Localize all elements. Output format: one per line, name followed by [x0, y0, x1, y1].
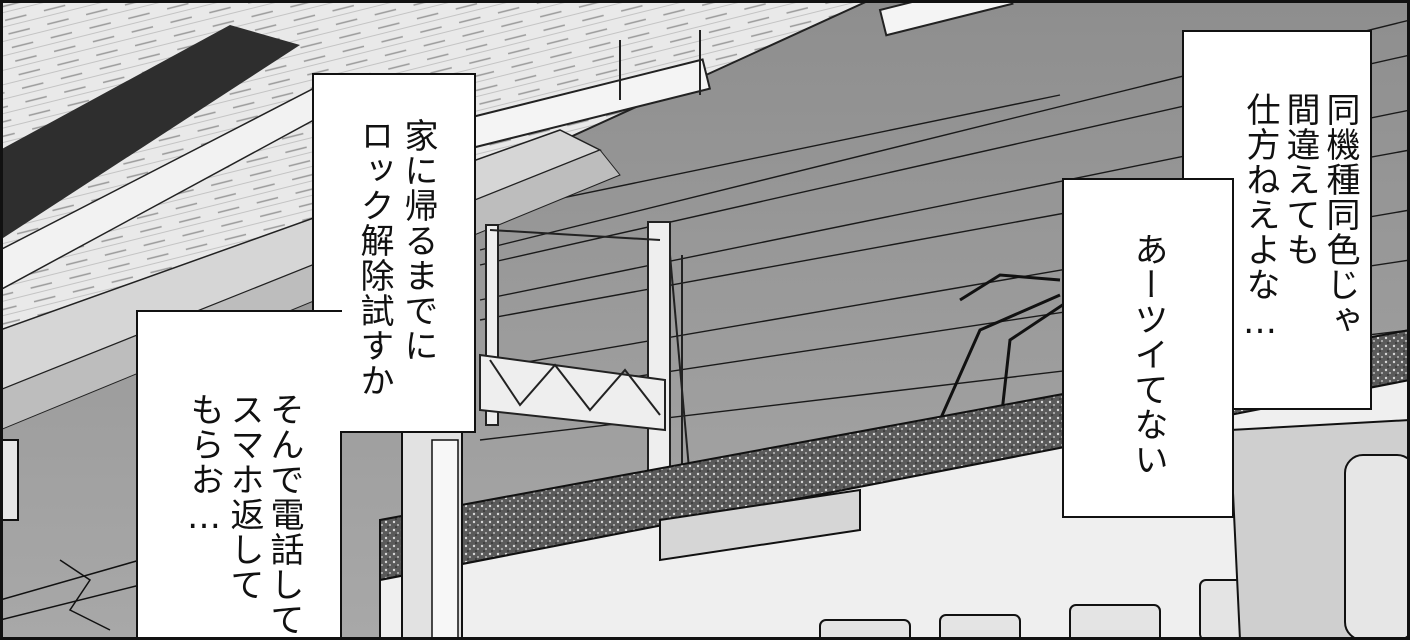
balloon-joint-right	[1184, 180, 1232, 408]
dialogue-center-line-2: ロック解除試すか	[354, 118, 394, 398]
dialogue-center-line-1: 家に帰るまでに	[398, 118, 438, 363]
dialogue-right-top-line-2: 間違えても	[1280, 92, 1320, 267]
balloon-joint	[314, 312, 342, 431]
dialogue-right-bottom-line-1: あーツイてない	[1128, 232, 1168, 477]
dialogue-left-line-3: もらお…	[184, 392, 224, 538]
dialogue-left-line-1: そんで電話して	[264, 392, 304, 637]
dialogue-right-top-line-1: 同機種同色じゃ	[1320, 92, 1360, 337]
speech-balloon-left	[136, 310, 342, 640]
dialogue-right-top-line-3: 仕方ねえよな…	[1240, 92, 1280, 343]
dialogue-left-line-2: スマホ返して	[224, 392, 264, 602]
